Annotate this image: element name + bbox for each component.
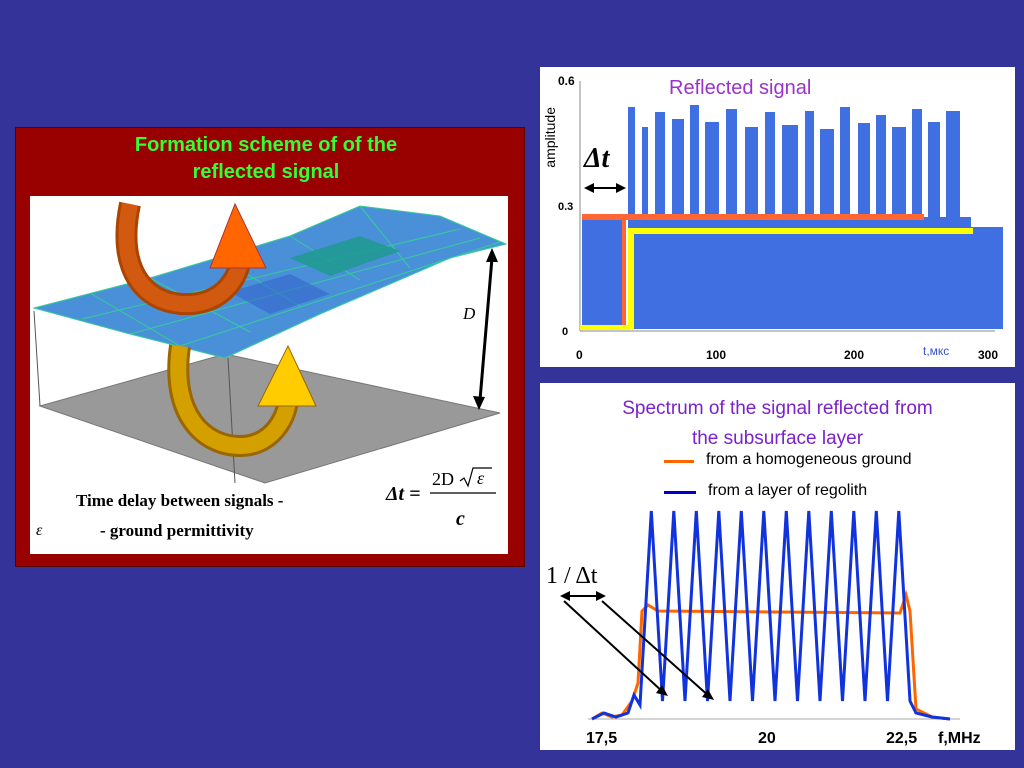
scheme-illustration: Δt = 2D ε c D Time delay between signals… bbox=[30, 196, 508, 554]
orange-envelope-drop bbox=[622, 217, 626, 329]
pointer-line-1 bbox=[563, 600, 665, 694]
amplitude-label: amplitude bbox=[542, 107, 558, 168]
pointer-head-1 bbox=[656, 685, 668, 696]
x-tick-0: 0 bbox=[576, 348, 583, 362]
spectrum-title-line-2: the subsurface layer bbox=[691, 428, 864, 449]
x-tick-100: 100 bbox=[706, 348, 726, 362]
x-axis-unit: t,мкс bbox=[923, 344, 949, 358]
f-tick-22.5: 22,5 bbox=[886, 730, 917, 747]
x-tick-200: 200 bbox=[844, 348, 864, 362]
legend-label-regolith: from a layer of regolith bbox=[708, 482, 868, 499]
regolith-spectrum bbox=[591, 510, 951, 721]
inv-delta-arrow-left bbox=[560, 591, 570, 601]
spectrum-title-line-1: Spectrum of the signal reflected from bbox=[622, 398, 933, 419]
formation-scheme-panel: Formation scheme of of the reflected sig… bbox=[15, 127, 525, 567]
delta-t-arrow-right bbox=[616, 183, 626, 193]
scheme-svg: Δt = 2D ε c bbox=[32, 201, 508, 530]
depth-arrow-bottom bbox=[473, 396, 485, 410]
formula-epsilon: ε bbox=[477, 468, 485, 488]
legend-swatch-regolith bbox=[664, 491, 696, 494]
sqrt-sign bbox=[459, 467, 492, 488]
y-tick-0: 0 bbox=[562, 326, 568, 338]
depth-label: D bbox=[463, 304, 476, 323]
delta-t-arrow-left bbox=[584, 183, 594, 193]
tail-block bbox=[971, 227, 1003, 329]
reflected-signal-panel: Δt 0.6 0.3 0 0 100 200 300 t,мкс Reflect… bbox=[540, 67, 1015, 367]
orange-envelope bbox=[582, 214, 924, 220]
y-tick-0.3: 0.3 bbox=[558, 201, 573, 213]
f-axis-unit: f,MHz bbox=[938, 730, 981, 747]
reflected-signal-title: Reflected signal bbox=[669, 77, 812, 99]
reflected-signal-block bbox=[628, 217, 971, 329]
f-tick-17.5: 17,5 bbox=[586, 730, 617, 747]
x-tick-300: 300 bbox=[978, 348, 998, 362]
reflected-signal-plot: Δt 0.6 0.3 0 0 100 200 300 t,мкс bbox=[558, 74, 1003, 362]
inv-delta-arrow-right bbox=[596, 591, 606, 601]
y-tick-0.6: 0.6 bbox=[558, 74, 575, 88]
pointer-head-2 bbox=[702, 689, 714, 700]
legend-swatch-homogeneous bbox=[664, 460, 694, 463]
depth-arrow-top bbox=[486, 248, 498, 262]
reflected-signal-spikes bbox=[628, 105, 960, 217]
surface-patch-2 bbox=[230, 274, 330, 314]
formula-denominator: c bbox=[456, 508, 465, 530]
spectrum-plot: 1 / Δt 17,5 20 22,5 f,MHz bbox=[546, 510, 981, 747]
pointer-line-2 bbox=[601, 600, 711, 698]
surface-reflection-arrow-head bbox=[209, 202, 267, 269]
spectrum-panel: Spectrum of the signal reflected from th… bbox=[540, 383, 1015, 750]
time-delay-label: Time delay between signals - bbox=[76, 491, 284, 510]
subsurface-reflection-arrow-head bbox=[257, 344, 317, 407]
formula-lhs: Δt = bbox=[385, 483, 421, 505]
direct-signal-block bbox=[582, 217, 624, 329]
yellow-envelope-base bbox=[580, 325, 630, 330]
surface-reflection-arrow-fill bbox=[118, 202, 249, 313]
edge-line-mid bbox=[227, 357, 236, 484]
epsilon-symbol: ε bbox=[36, 522, 43, 539]
delta-t-label: Δt bbox=[583, 143, 611, 174]
inv-delta-label: 1 / Δt bbox=[546, 563, 598, 589]
surface-patch-1 bbox=[290, 236, 400, 276]
spectrum-title: Spectrum of the signal reflected from th… bbox=[540, 394, 1015, 454]
title-line-2: reflected signal bbox=[192, 161, 340, 183]
title-line-1: Formation scheme of of the bbox=[134, 134, 398, 156]
yellow-envelope bbox=[628, 228, 973, 234]
formula-numerator: 2D bbox=[432, 469, 454, 489]
formation-scheme-title: Formation scheme of of the reflected sig… bbox=[16, 132, 516, 186]
edge-line-left bbox=[33, 310, 41, 407]
legend-label-homogeneous: from a homogeneous ground bbox=[706, 451, 912, 468]
f-tick-20: 20 bbox=[758, 730, 776, 747]
subsurface-reflection-arrow-fill bbox=[170, 344, 297, 455]
yellow-envelope-edge bbox=[628, 228, 634, 329]
depth-line bbox=[478, 257, 494, 401]
permittivity-label: - ground permittivity bbox=[100, 521, 254, 540]
